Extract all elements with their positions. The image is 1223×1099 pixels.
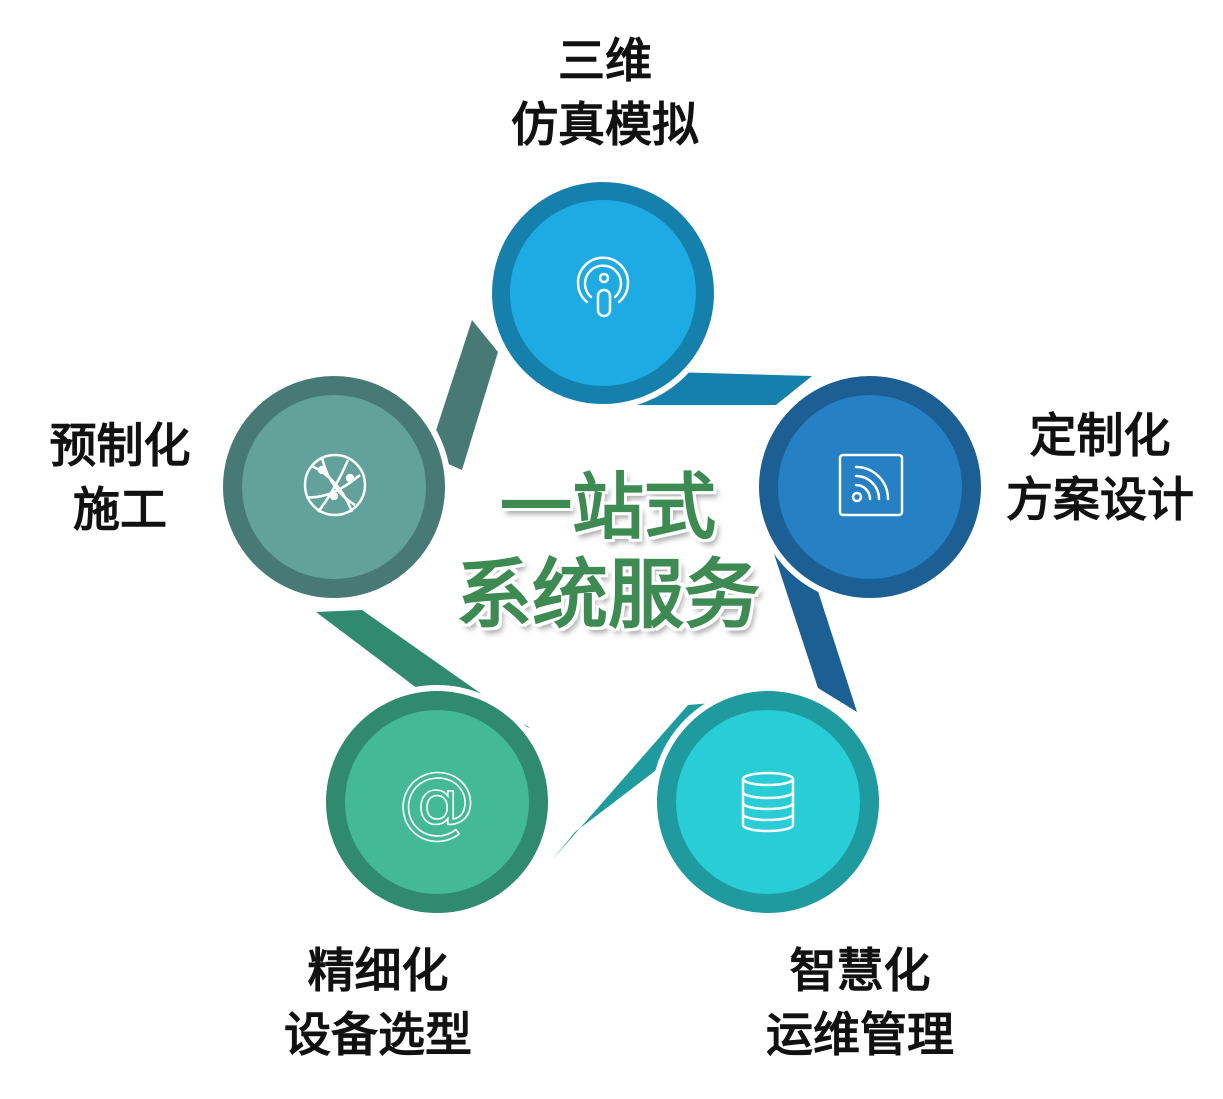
node-circle-bottom-right (651, 685, 885, 919)
node-label-line1: 三维 (558, 34, 652, 89)
node-label-bottom-right: 智慧化 运维管理 (740, 940, 980, 1068)
node-circle-right (753, 370, 987, 604)
node-label-line2: 运维管理 (766, 1008, 954, 1063)
center-title-line1: 一站式 (499, 465, 716, 549)
node-circle-top (486, 176, 720, 410)
node-label-top: 三维 仿真模拟 (480, 30, 730, 158)
node-label-line2: 施工 (73, 483, 167, 538)
center-title-line2: 系统服务 (456, 550, 760, 639)
node-label-line1: 智慧化 (789, 944, 931, 999)
database-icon (741, 771, 795, 833)
podcast-icon (576, 256, 630, 318)
node-circle-bottom-left: @ (320, 685, 554, 919)
node-label-left: 预制化 施工 (20, 415, 220, 543)
node-label-line2: 设备选型 (284, 1008, 472, 1063)
rss-feed-icon (838, 453, 904, 517)
node-label-line1: 定制化 (1029, 409, 1171, 464)
node-label-line2: 仿真模拟 (511, 98, 699, 153)
globe-network-icon (303, 453, 367, 517)
connector-left (428, 320, 498, 470)
node-label-right: 定制化 方案设计 (985, 405, 1215, 533)
node-label-line1: 预制化 (49, 419, 191, 474)
at-sign-icon: @ (398, 757, 476, 847)
node-label-bottom-left: 精细化 设备选型 (258, 940, 498, 1068)
node-circle-left (217, 370, 451, 604)
node-label-line1: 精细化 (307, 944, 449, 999)
node-label-line2: 方案设计 (1006, 473, 1194, 528)
